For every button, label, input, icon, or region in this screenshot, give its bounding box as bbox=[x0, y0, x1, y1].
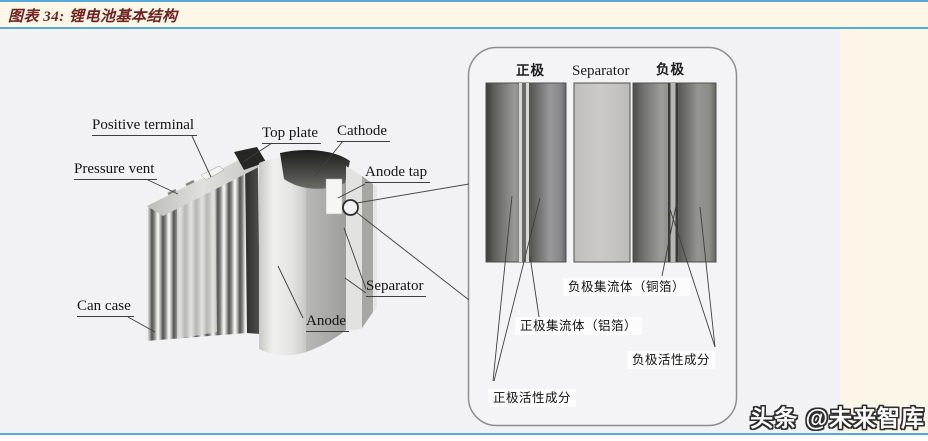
label-negative-current-collector: 负极集流体（铜箔） bbox=[563, 278, 691, 296]
roll-outer-sheet bbox=[259, 157, 306, 356]
label-top-plate: Top plate bbox=[262, 125, 322, 144]
label-negative-active-material: 负极活性成分 bbox=[627, 351, 716, 369]
top-divider-line bbox=[0, 0, 928, 2]
label-can-case: Can case bbox=[77, 298, 134, 317]
copper-foil-line bbox=[668, 83, 671, 262]
top-plate-surface bbox=[147, 158, 259, 216]
label-positive-terminal: Positive terminal bbox=[92, 117, 198, 136]
aluminum-foil-line bbox=[519, 83, 522, 262]
page-margin-column bbox=[840, 29, 928, 433]
label-positive-active-material: 正极活性成分 bbox=[488, 389, 577, 407]
battery-leader-lines bbox=[127, 135, 367, 333]
top-cap-block bbox=[234, 147, 266, 170]
watermark-text: 头条 @未来智库 bbox=[750, 405, 925, 431]
aluminum-foil-line bbox=[526, 83, 529, 262]
label-positive-current-collector: 正极集流体（铝箔） bbox=[515, 317, 643, 335]
bottom-divider-line bbox=[0, 433, 928, 435]
label-anode-tap: Anode tap bbox=[365, 164, 431, 183]
label-pressure-vent: Pressure vent bbox=[74, 161, 158, 180]
anode-tab bbox=[325, 178, 343, 215]
panel-header-separator: Separator bbox=[572, 63, 630, 79]
roll-cavity bbox=[280, 149, 350, 189]
magnifier-circle bbox=[342, 199, 359, 216]
roll-right-gray-band bbox=[362, 176, 373, 328]
figure-caption: 图表 34: 锂电池基本结构 bbox=[8, 9, 178, 25]
electrode-strip-positive bbox=[485, 82, 567, 263]
roll-right-light-band bbox=[346, 166, 362, 331]
label-anode: Anode bbox=[306, 313, 349, 332]
separator-strip bbox=[573, 82, 631, 263]
electrode-stack bbox=[146, 159, 247, 341]
page-bottom-strip bbox=[0, 435, 928, 441]
positive-terminal-bump bbox=[200, 165, 225, 181]
panel-header-positive-electrode: 正极 bbox=[516, 63, 545, 78]
aluminum-foil-gap bbox=[522, 83, 526, 262]
label-separator: Separator bbox=[366, 278, 427, 297]
electrode-strip-negative bbox=[632, 82, 717, 263]
stack-light-band bbox=[177, 173, 217, 339]
caption-underline bbox=[0, 27, 928, 29]
copper-foil-line bbox=[675, 83, 678, 262]
panel-header-negative-electrode: 负极 bbox=[656, 62, 685, 77]
copper-foil-gap bbox=[670, 83, 676, 262]
caption-strip: 图表 34: 锂电池基本结构 bbox=[0, 2, 928, 27]
label-cathode: Cathode bbox=[337, 123, 390, 142]
vent-slit bbox=[167, 188, 177, 196]
vent-slit bbox=[185, 179, 195, 187]
stack-right-edge bbox=[245, 159, 260, 334]
